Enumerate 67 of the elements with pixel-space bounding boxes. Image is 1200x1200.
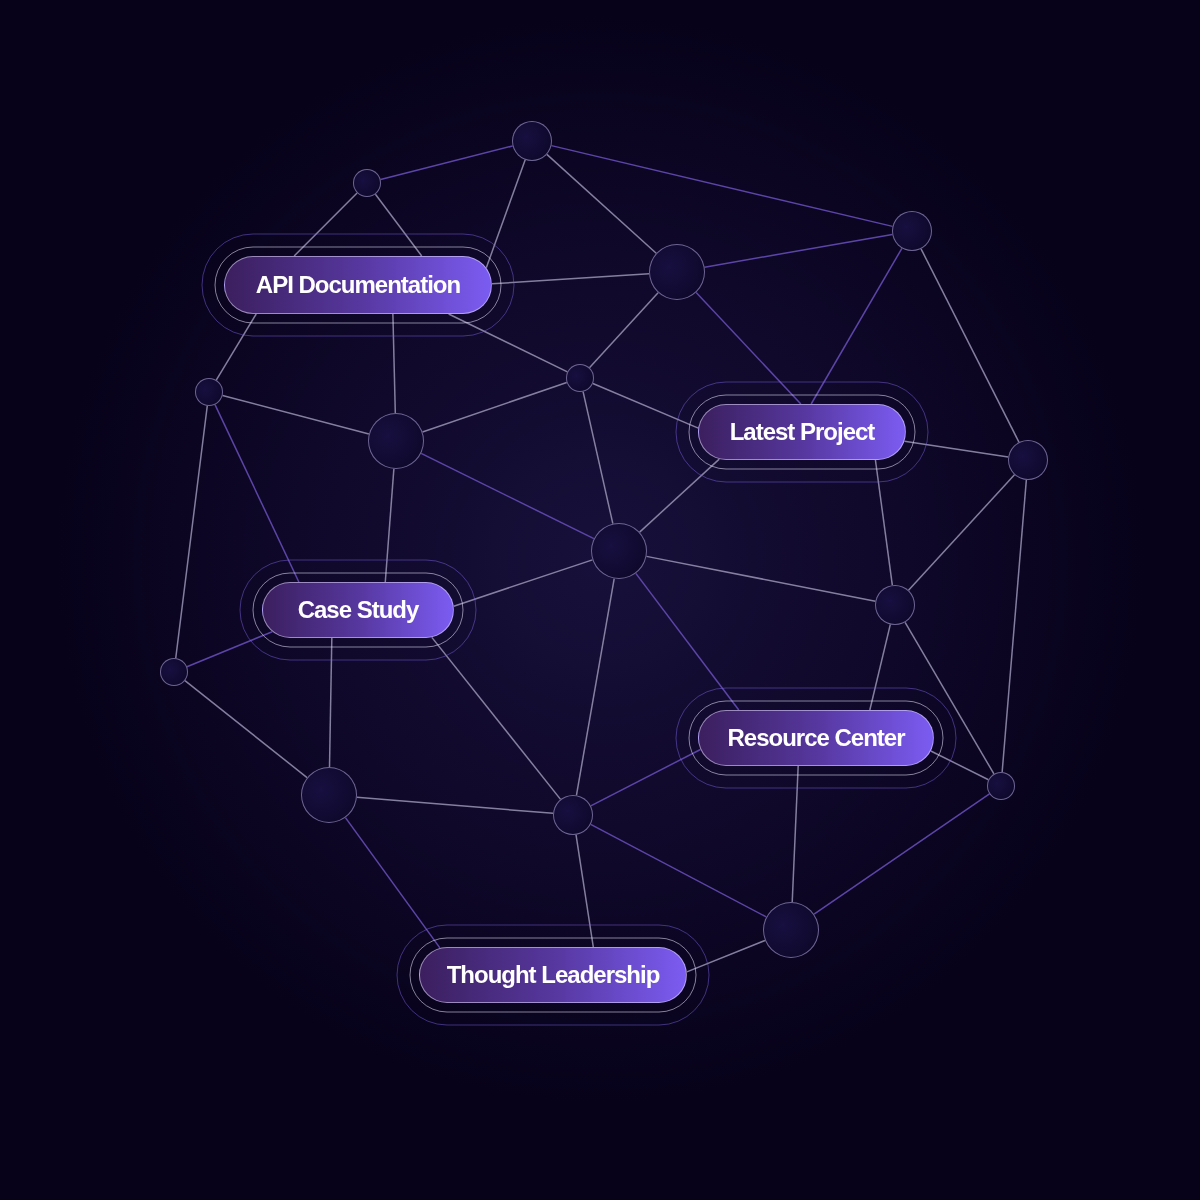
network-node <box>566 364 594 392</box>
network-node <box>892 211 932 251</box>
connector-line <box>645 555 877 602</box>
connector-line <box>328 637 333 768</box>
connector-line <box>550 144 894 228</box>
connector-line <box>635 572 740 711</box>
network-node <box>512 121 552 161</box>
connector-line <box>546 153 657 254</box>
connector-line <box>215 313 257 381</box>
connector-line <box>453 559 594 607</box>
connector-line <box>592 382 700 429</box>
connector-line <box>420 452 595 540</box>
connector-line <box>638 458 720 533</box>
connector-line <box>221 394 370 435</box>
connector-line <box>184 679 308 779</box>
connector-line <box>485 159 526 269</box>
topic-pill: Case Study <box>262 582 454 638</box>
connector-line <box>930 750 990 781</box>
topic-pill: API Documentation <box>224 256 492 314</box>
connector-line <box>791 765 799 903</box>
network-node <box>763 902 819 958</box>
connector-line <box>175 405 208 659</box>
connector-line <box>686 939 766 973</box>
network-node <box>591 523 647 579</box>
network-node <box>649 244 705 300</box>
network-node <box>160 658 188 686</box>
connector-line <box>491 273 650 285</box>
connector-line <box>703 233 894 268</box>
connector-line <box>575 834 595 948</box>
topic-pill: Latest Project <box>698 404 906 460</box>
topic-pill: Thought Leadership <box>419 947 687 1003</box>
connector-line <box>421 381 568 433</box>
connector-line <box>293 192 358 257</box>
connector-line <box>379 145 514 181</box>
network-node <box>987 772 1015 800</box>
connector-line <box>813 793 991 915</box>
connector-line <box>903 440 1009 458</box>
network-node <box>553 795 593 835</box>
connector-line <box>1001 479 1028 773</box>
network-node <box>368 413 424 469</box>
connector-line <box>356 796 554 815</box>
connector-line <box>590 748 702 807</box>
connector-line <box>384 468 395 583</box>
connector-line <box>186 630 274 668</box>
network-node <box>875 585 915 625</box>
connector-line <box>344 816 441 949</box>
connector-line <box>695 291 802 405</box>
connector-line <box>589 823 767 918</box>
connector-line <box>374 193 423 257</box>
connector-line <box>874 459 894 586</box>
network-node <box>301 767 357 823</box>
connector-line <box>392 313 397 414</box>
connector-line <box>907 474 1016 591</box>
connector-line <box>920 248 1020 443</box>
network-node <box>195 378 223 406</box>
connector-line <box>810 247 903 405</box>
connector-line <box>869 623 892 711</box>
connector-line <box>582 390 614 525</box>
connector-line <box>447 313 569 373</box>
topic-pill: Resource Center <box>698 710 934 766</box>
connector-line <box>904 621 995 775</box>
connector-line <box>214 403 300 583</box>
network-node <box>1008 440 1048 480</box>
network-node <box>353 169 381 197</box>
connector-line <box>575 577 615 797</box>
connector-line <box>431 636 562 801</box>
connector-line <box>588 291 659 369</box>
